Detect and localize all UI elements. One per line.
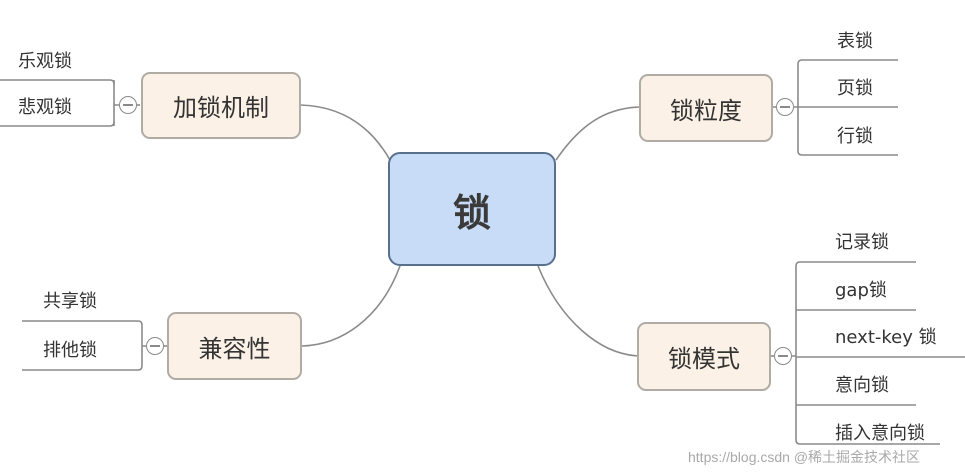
leaf-shared-lock[interactable]: 共享锁: [43, 291, 97, 312]
branch-label-lock-mode: 锁模式: [668, 345, 740, 373]
branch-label-lock-mechanism: 加锁机制: [173, 94, 269, 122]
watermark-text: https://blog.csdn @稀土掘金技术社区: [688, 449, 921, 465]
leaf-row-lock[interactable]: 行锁: [837, 126, 873, 147]
branch-label-compatibility: 兼容性: [198, 334, 271, 363]
leaf-page-lock[interactable]: 页锁: [837, 78, 873, 99]
bracket-lock-mode: [792, 266, 797, 440]
leaf-pessimistic-lock[interactable]: 悲观锁: [18, 97, 72, 118]
bracket-granularity: [794, 64, 799, 151]
leaf-exclusive-lock[interactable]: 排他锁: [43, 340, 97, 361]
collapse-toggle-granularity[interactable]: [776, 98, 794, 116]
connector-center-to-compatibility: [301, 265, 401, 347]
leaf-gap-lock[interactable]: gap锁: [835, 280, 887, 301]
collapse-toggle-lock-mechanism[interactable]: [119, 96, 137, 114]
branch-node-granularity[interactable]: 锁粒度: [639, 74, 773, 142]
connector-center-to-lock-mode: [537, 265, 641, 357]
leaf-insert-intention-lock[interactable]: 插入意向锁: [835, 423, 925, 444]
branch-node-compatibility[interactable]: 兼容性: [167, 312, 302, 380]
leaf-table-lock[interactable]: 表锁: [837, 31, 873, 52]
connector-center-to-lock-mechanism: [299, 104, 391, 161]
center-node-lock[interactable]: 锁: [388, 152, 556, 266]
leaf-optimistic-lock[interactable]: 乐观锁: [18, 51, 72, 72]
collapse-toggle-lock-mode[interactable]: [774, 347, 792, 365]
leaf-next-key-lock[interactable]: next-key 锁: [835, 327, 937, 348]
leaf-record-lock[interactable]: 记录锁: [835, 232, 889, 253]
branch-node-lock-mechanism[interactable]: 加锁机制: [141, 72, 301, 139]
connector-center-to-granularity: [555, 106, 641, 161]
collapse-toggle-compatibility[interactable]: [146, 337, 164, 355]
bracket-lock-mechanism: [113, 80, 119, 126]
center-node-label: 锁: [452, 190, 491, 235]
leaf-intention-lock[interactable]: 意向锁: [835, 375, 889, 396]
bracket-compatibility: [141, 325, 146, 366]
branch-node-lock-mode[interactable]: 锁模式: [637, 322, 771, 391]
branch-label-granularity: 锁粒度: [670, 96, 742, 125]
